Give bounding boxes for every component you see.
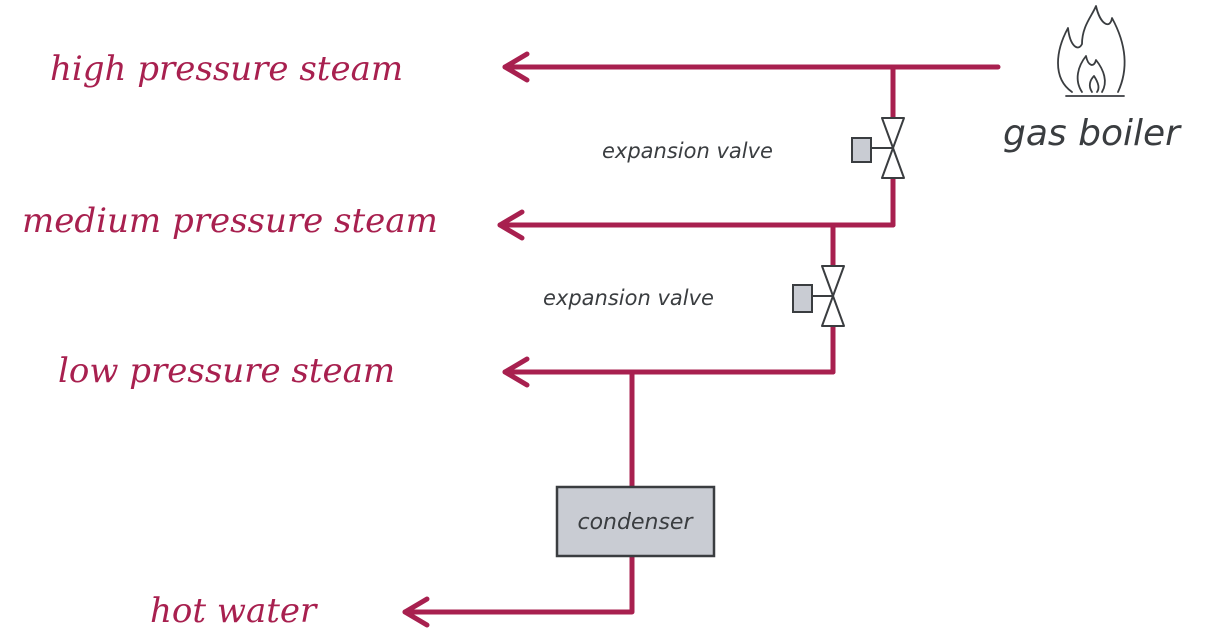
high-pressure-steam-label: high pressure steam	[50, 49, 403, 89]
expansion-valve-1	[851, 117, 905, 179]
gas-boiler-label: gas boiler	[1003, 113, 1182, 154]
low-pressure-arrow	[502, 356, 530, 388]
expansion-valve-label-1: expansion valve	[602, 139, 773, 163]
medium-pressure-steam-label: medium pressure steam	[22, 201, 438, 241]
medium-pressure-arrow	[497, 209, 525, 241]
condenser-label: condenser	[578, 510, 695, 535]
flame-icon	[1057, 5, 1126, 97]
valve-actuator-2	[792, 284, 813, 313]
condenser-box	[555, 485, 716, 558]
high-pressure-arrow	[502, 51, 530, 83]
condenser: condenser	[555, 485, 716, 558]
condenser-to-hot-water-pipe	[402, 553, 635, 615]
expansion-valve-2	[792, 265, 845, 327]
expansion-valve-label-2: expansion valve	[543, 286, 714, 310]
hot-water-label: hot water	[150, 591, 318, 631]
low-pressure-steam-label: low pressure steam	[58, 351, 395, 391]
hot-water-arrow	[402, 596, 430, 628]
valve-actuator-1	[851, 137, 872, 163]
